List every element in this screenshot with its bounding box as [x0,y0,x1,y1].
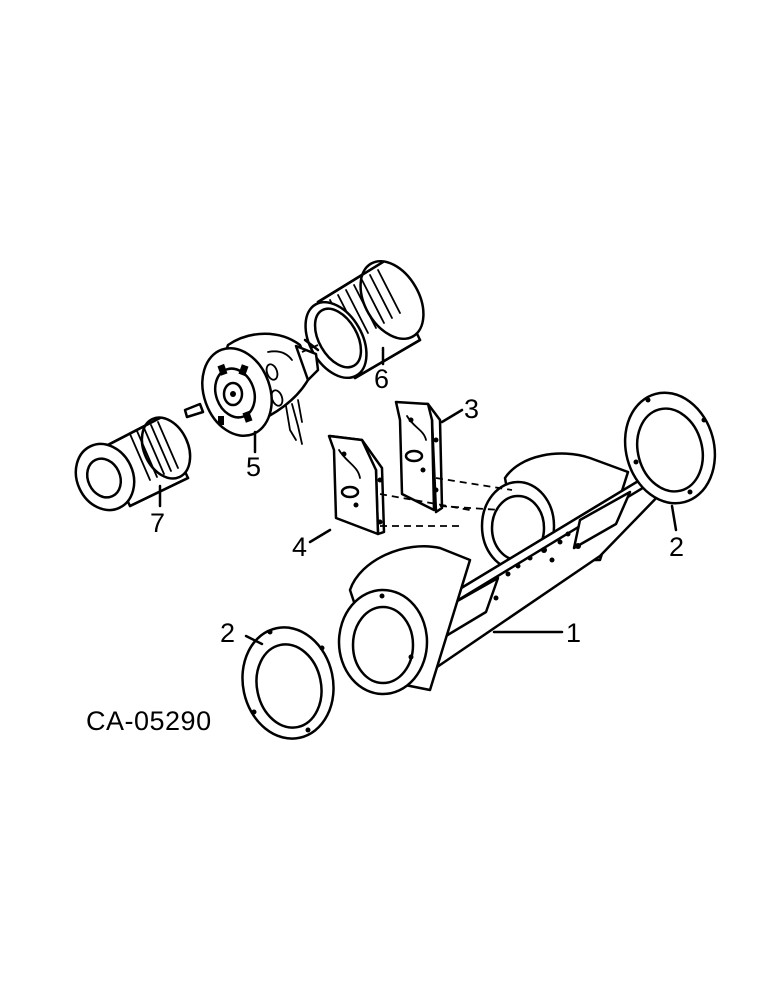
blower-motor-icon [183,332,320,445]
callout-4: 4 [292,532,307,562]
figure-code: CA-05290 [86,706,212,736]
callout-7: 7 [150,508,165,538]
callout-6: 6 [374,364,389,394]
callout-3: 3 [464,394,479,424]
leader-lines [158,346,678,646]
blower-wheel-front-icon [74,416,192,512]
callout-1: 1 [566,618,581,648]
callout-2-left: 2 [220,618,235,648]
blower-wheel-rear-icon [303,259,425,380]
bracket-rear-icon [394,400,444,514]
bracket-front-icon [327,434,386,536]
mounting-ring-left-icon [241,626,335,740]
callout-2-right: 2 [669,532,684,562]
blower-housing-icon [337,452,666,696]
assembly-lines [301,344,513,527]
mounting-ring-right-icon [623,391,717,505]
callout-5: 5 [246,452,261,482]
